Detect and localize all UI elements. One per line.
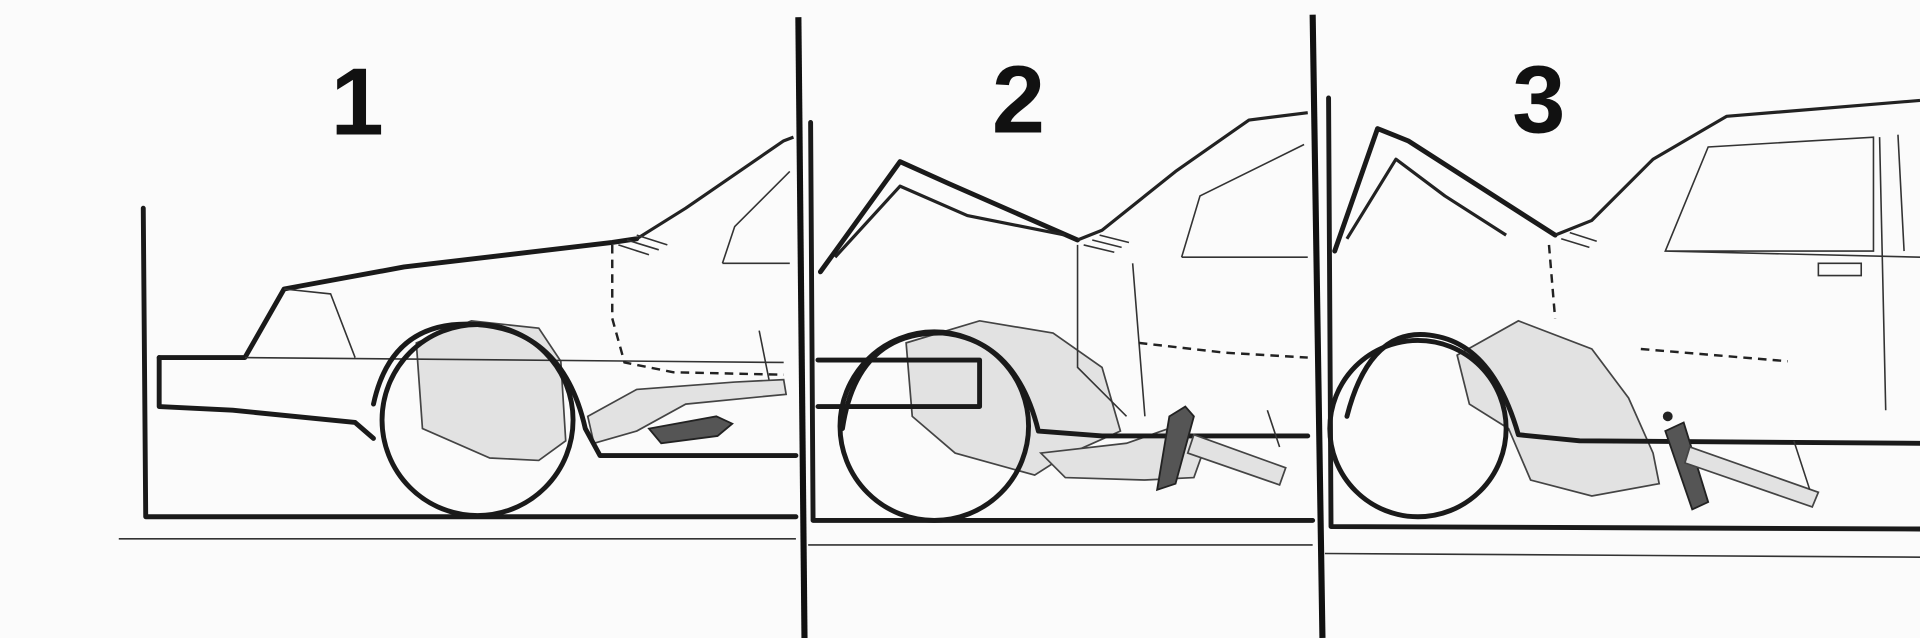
panel-3	[1324, 95, 1920, 558]
panel-divider	[795, 17, 808, 638]
panel-2	[808, 111, 1316, 546]
panel-label-1: 1	[331, 50, 384, 156]
panel-divider	[1309, 14, 1326, 638]
panel-label-2: 2	[992, 47, 1045, 153]
panel-label-3: 3	[1512, 47, 1565, 153]
panel-1	[118, 135, 799, 540]
